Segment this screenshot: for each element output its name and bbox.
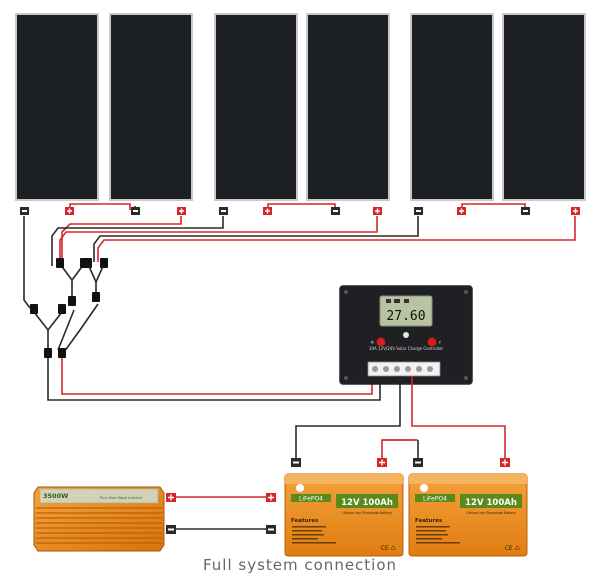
y-branch-connector-icon bbox=[84, 258, 108, 302]
negative-terminal-icon bbox=[266, 525, 276, 534]
battery-logo-icon bbox=[420, 484, 428, 492]
controller-terminal-block bbox=[367, 361, 441, 377]
battery-1: LiFePO4 12V 100Ah Lithium Iron Phosphate… bbox=[284, 473, 404, 557]
controller-left-button-icon: ☀ bbox=[370, 340, 374, 346]
y-branch-connector-icon bbox=[56, 258, 88, 306]
positive-terminal-icon bbox=[263, 207, 272, 215]
positive-terminal-icon bbox=[266, 493, 276, 502]
y-branch-connector-group bbox=[30, 258, 108, 358]
panel-terminals bbox=[20, 207, 580, 215]
positive-terminal-icon bbox=[500, 458, 510, 467]
inverter-cooling-fins bbox=[36, 507, 162, 544]
inverter-wiring bbox=[166, 493, 276, 534]
pv-input-wiring bbox=[47, 358, 381, 401]
negative-terminal-icon bbox=[131, 207, 140, 215]
battery-subtitle: Lithium Iron Phosphate Battery bbox=[466, 511, 516, 515]
diagram-caption: Full system connection bbox=[202, 556, 398, 574]
battery-features-title: Features bbox=[291, 518, 319, 524]
positive-terminal-icon bbox=[571, 207, 580, 215]
battery-feature-lines bbox=[292, 526, 336, 544]
controller-label: 30A 12V/24V Solar Charge Controller bbox=[369, 346, 443, 351]
controller-left-button bbox=[376, 337, 386, 347]
inverter-label: Pure Sine Wave Inverter bbox=[100, 496, 143, 500]
battery-rating: 12V 100Ah bbox=[465, 498, 517, 508]
y-branch-connector-icon bbox=[30, 304, 66, 358]
battery-logo-icon bbox=[296, 484, 304, 492]
battery-chemistry: LiFePO4 bbox=[423, 496, 447, 503]
solar-panel-2 bbox=[109, 13, 193, 201]
solar-panel-1 bbox=[15, 13, 99, 201]
negative-terminal-icon bbox=[291, 458, 301, 467]
certification-marks-icon: CE ♺ bbox=[381, 545, 396, 552]
negative-terminal-icon bbox=[521, 207, 530, 215]
controller-terminal-screws bbox=[372, 366, 433, 372]
controller-right-button-icon: ⚡ bbox=[438, 340, 442, 346]
negative-terminal-icon bbox=[166, 525, 176, 534]
positive-terminal-icon bbox=[65, 207, 74, 215]
battery-output-wiring bbox=[295, 376, 506, 462]
lcd-display bbox=[379, 295, 433, 327]
solar-panel-3 bbox=[214, 13, 298, 201]
charge-controller: 27.60 30A 12V/24V Solar Charge Controlle… bbox=[339, 285, 473, 385]
inverter-rating: 3500W bbox=[43, 492, 68, 500]
negative-terminal-icon bbox=[331, 207, 340, 215]
positive-terminal-icon bbox=[457, 207, 466, 215]
panel-string-wiring bbox=[23, 216, 576, 309]
solar-panel-6 bbox=[502, 13, 586, 201]
negative-terminal-icon bbox=[413, 458, 423, 467]
brand-logo-icon bbox=[403, 332, 409, 338]
negative-terminal-icon bbox=[20, 207, 29, 215]
battery-chemistry: LiFePO4 bbox=[299, 496, 323, 503]
positive-terminal-icon bbox=[377, 458, 387, 467]
y-branch-connector-icon bbox=[57, 303, 99, 358]
negative-terminal-icon bbox=[219, 207, 228, 215]
battery-rating: 12V 100Ah bbox=[341, 498, 393, 508]
certification-marks-icon: CE ♺ bbox=[505, 545, 520, 552]
battery-features-title: Features bbox=[415, 518, 443, 524]
positive-terminal-icon bbox=[177, 207, 186, 215]
solar-panel-array bbox=[15, 13, 586, 201]
controller-right-button bbox=[427, 337, 437, 347]
lcd-value: 27.60 bbox=[386, 309, 425, 324]
solar-panel-5 bbox=[410, 13, 494, 201]
solar-panel-4 bbox=[306, 13, 390, 201]
battery-cable-terminals bbox=[291, 458, 510, 467]
inverter: 3500W Pure Sine Wave Inverter bbox=[33, 486, 165, 552]
battery-subtitle: Lithium Iron Phosphate Battery bbox=[342, 511, 392, 515]
battery-feature-lines bbox=[416, 526, 460, 544]
battery-2: LiFePO4 12V 100Ah Lithium Iron Phosphate… bbox=[408, 473, 528, 557]
positive-terminal-icon bbox=[373, 207, 382, 215]
positive-terminal-icon bbox=[166, 493, 176, 502]
negative-terminal-icon bbox=[414, 207, 423, 215]
